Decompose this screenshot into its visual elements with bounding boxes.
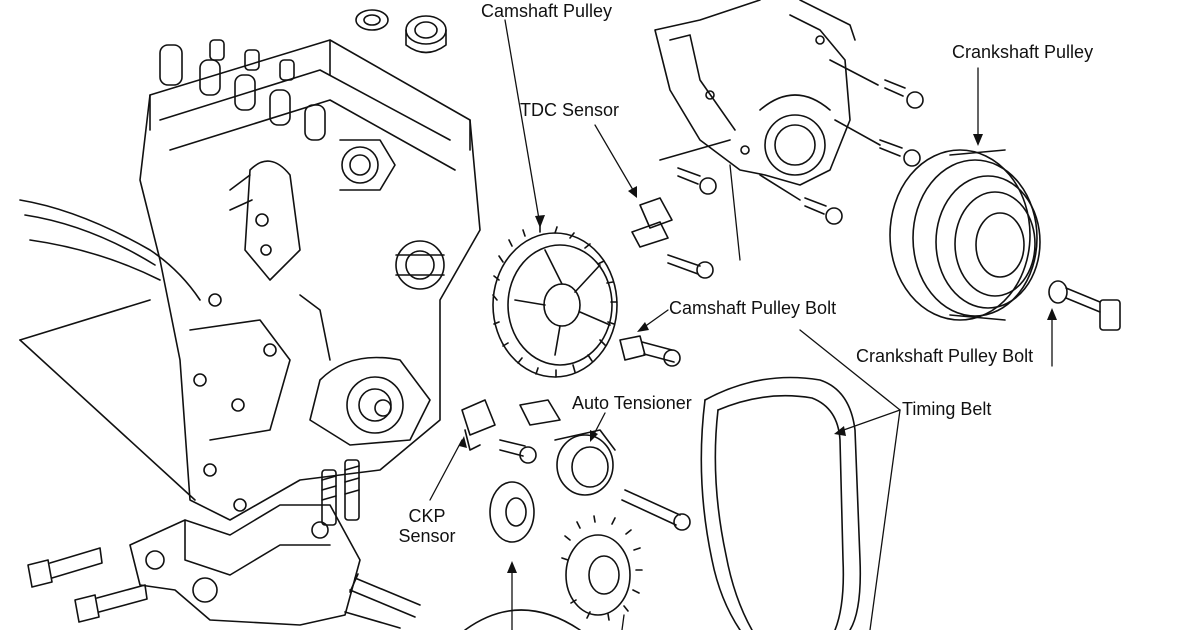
ckp-sensor-label-line1: CKP: [408, 506, 446, 526]
timing-belt-label: Timing Belt: [902, 399, 992, 419]
ckp-sensor-label-line2: Sensor: [398, 525, 456, 546]
wiring-harness: [19, 199, 201, 501]
camshaft-pulley-graphic: [492, 225, 618, 378]
arrowheads: [459, 134, 1057, 573]
crankshaft-pulley-label: Crankshaft Pulley: [952, 42, 1094, 62]
timing-belt-cover: [654, 0, 856, 186]
crank-seal-graphic: [464, 609, 581, 630]
ckp-sensor-graphic: [461, 399, 496, 451]
tdc-sensor-label: TDC Sensor: [520, 100, 620, 120]
cover-bolts: [659, 59, 924, 225]
crankshaft-pulley-bolt-label: Crankshaft Pulley Bolt: [856, 346, 1034, 366]
engine-mount-bracket: [129, 459, 361, 626]
crankshaft-sprocket: [489, 481, 643, 621]
leader-lines: [429, 19, 1053, 630]
timing-belt-graphic: [700, 376, 862, 630]
camshaft-pulley-bolt-label: Camshaft Pulley Bolt: [669, 298, 837, 318]
auto-tensioner-graphic: [499, 399, 691, 531]
auto-tensioner-label: Auto Tensioner: [572, 393, 692, 413]
ckp-sensor-label: CKP Sensor: [388, 506, 466, 547]
mount-bolts: [27, 547, 421, 629]
tdc-sensor-graphic: [631, 197, 714, 279]
engine-block: [139, 9, 481, 521]
camshaft-pulley-bolt-graphic: [619, 335, 681, 367]
crankshaft-pulley-bolt-graphic: [1048, 280, 1121, 331]
crankshaft-pulley-graphic: [889, 149, 1041, 321]
camshaft-pulley-label: Camshaft Pulley: [481, 1, 613, 21]
